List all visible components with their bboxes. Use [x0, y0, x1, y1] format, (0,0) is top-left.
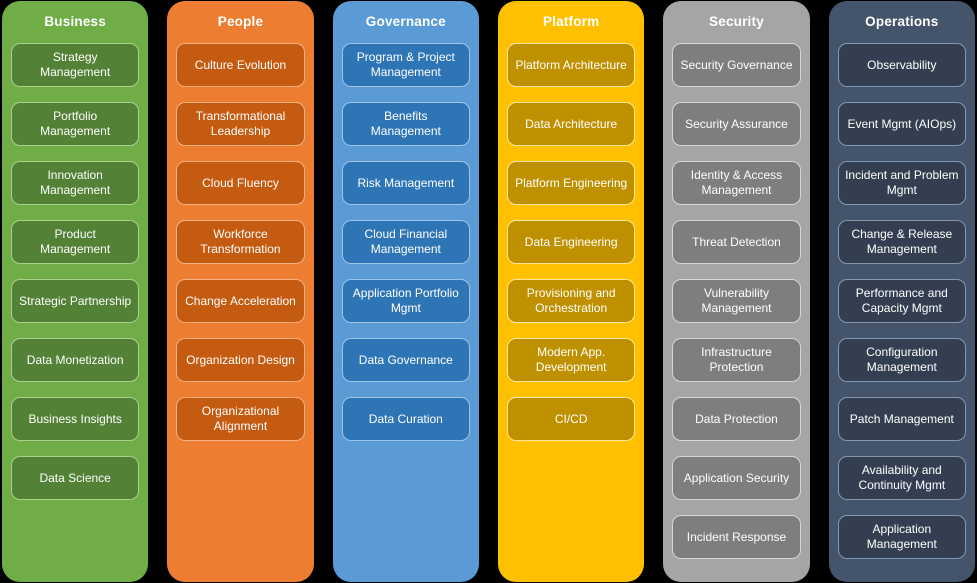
capability-item: Configuration Management	[837, 338, 966, 382]
capability-item: Availability and Continuity Mgmt	[837, 456, 966, 500]
capability-item: Cloud Financial Management	[341, 220, 470, 264]
capability-item: Cloud Fluency	[176, 161, 305, 205]
pillar-title-people: People	[217, 14, 264, 29]
capability-item: Application Security	[672, 456, 801, 500]
capability-item: Portfolio Management	[11, 102, 140, 146]
capability-item: Security Governance	[672, 43, 801, 87]
capability-item: Observability	[837, 43, 966, 87]
capability-item: Data Science	[11, 456, 140, 500]
pillar-title-security: Security	[709, 14, 764, 29]
capability-item: Change Acceleration	[176, 279, 305, 323]
capability-item: Platform Architecture	[506, 43, 636, 87]
capability-item: Workforce Transformation	[176, 220, 305, 264]
capability-item: Incident Response	[672, 515, 801, 559]
capability-item: Risk Management	[341, 161, 470, 205]
capability-item: Benefits Management	[341, 102, 470, 146]
capability-item: Platform Engineering	[506, 161, 636, 205]
capability-item: Transformational Leadership	[176, 102, 305, 146]
capability-item: Data Curation	[341, 397, 470, 441]
capability-item: Vulnerability Management	[672, 279, 801, 323]
pillar-title-platform: Platform	[542, 14, 600, 29]
capability-item: Application Management	[837, 515, 966, 559]
capability-item: Data Governance	[341, 338, 470, 382]
pillar-title-operations: Operations	[865, 14, 939, 29]
capability-item: Modern App. Development	[506, 338, 636, 382]
capability-item: Data Engineering	[506, 220, 636, 264]
capability-item: Performance and Capacity Mgmt	[837, 279, 966, 323]
capability-item: Event Mgmt (AIOps)	[837, 102, 966, 146]
capability-item: Application Portfolio Mgmt	[341, 279, 470, 323]
capability-item: Change & Release Management	[837, 220, 966, 264]
pillar-title-business: Business	[44, 14, 106, 29]
capability-item: Program & Project Management	[341, 43, 470, 87]
capability-item: Strategy Management	[11, 43, 140, 87]
capability-item: Business Insights	[11, 397, 140, 441]
capability-item: Threat Detection	[672, 220, 801, 264]
capability-item: Data Architecture	[506, 102, 636, 146]
capability-item: Patch Management	[837, 397, 966, 441]
capability-item: Identity & Access Management	[672, 161, 801, 205]
capability-item: Innovation Management	[11, 161, 140, 205]
capability-item: Data Monetization	[11, 338, 140, 382]
capability-item: Provisioning and Orchestration	[506, 279, 636, 323]
capability-item: Incident and Problem Mgmt	[837, 161, 966, 205]
capability-item: Strategic Partnership	[11, 279, 140, 323]
capability-item: CI/CD	[506, 397, 636, 441]
capability-item: Product Management	[11, 220, 140, 264]
capability-item: Organization Design	[176, 338, 305, 382]
capability-item: Infrastructure Protection	[672, 338, 801, 382]
capability-item: Organizational Alignment	[176, 397, 305, 441]
pillar-title-governance: Governance	[365, 14, 446, 29]
capability-item: Security Assurance	[672, 102, 801, 146]
capability-item: Culture Evolution	[176, 43, 305, 87]
capability-item: Data Protection	[672, 397, 801, 441]
